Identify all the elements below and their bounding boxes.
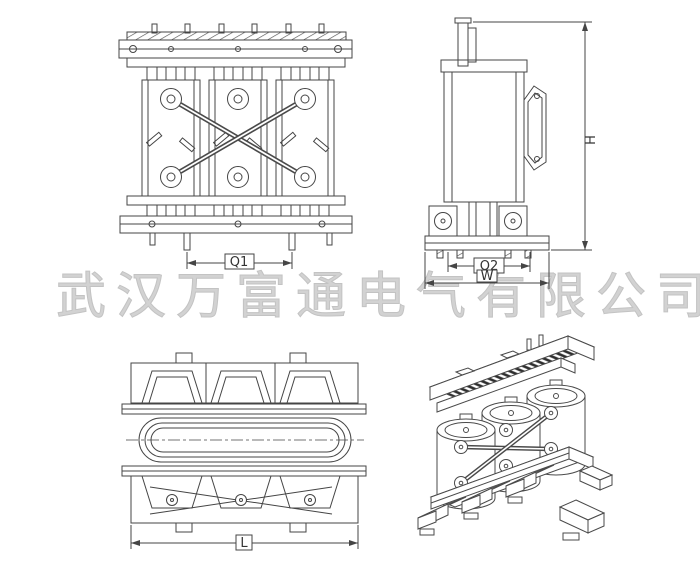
dimension-l: L (130, 525, 359, 551)
top-hatched-band (126, 31, 347, 41)
plan-view: L (121, 352, 367, 551)
top-terminal (454, 17, 477, 67)
base-channel (119, 215, 353, 251)
iso-front-feet (417, 464, 555, 536)
plan-upper-beam (121, 403, 367, 415)
dim-label-h: H (584, 135, 599, 145)
top-clamp-beam (118, 39, 353, 68)
cross-brace-rods (168, 96, 308, 180)
plan-coil-stadium (126, 417, 364, 463)
side-view: H Q2 W (424, 17, 599, 289)
iso-base-rail (429, 446, 595, 510)
plan-bottom-strip (130, 475, 359, 524)
iso-top-beam (428, 335, 596, 401)
dimension-h: H (473, 21, 599, 251)
lower-column (468, 201, 498, 237)
dim-label-w: W (481, 269, 494, 284)
upper-spacer-blocks (146, 66, 330, 81)
dim-label-q1: Q1 (230, 255, 249, 270)
dimension-w: W (424, 252, 550, 289)
plan-lower-beam (121, 465, 367, 477)
roller-feet (428, 205, 528, 237)
body-side (440, 59, 528, 203)
dim-label-l: L (240, 536, 248, 551)
iso-upper-clamp (436, 357, 576, 413)
iso-cross-brace-rods (458, 410, 554, 486)
winding-mounts (160, 88, 316, 188)
plan-top-strip (130, 362, 359, 404)
front-view: Q1 (118, 23, 353, 270)
terminal-plate (523, 85, 547, 171)
isometric-view (417, 334, 614, 541)
base-side (424, 235, 550, 259)
dimension-q1: Q1 (186, 252, 293, 270)
iso-right-feet (558, 465, 614, 541)
bottom-clamp-beam (126, 195, 346, 217)
